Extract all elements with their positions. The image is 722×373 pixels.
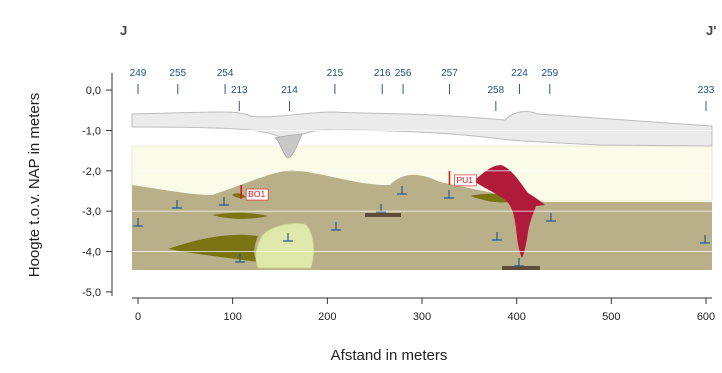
water-marker [700,235,710,244]
cover-dip [273,133,303,159]
borehole-label: 257 [441,68,458,79]
borehole-label: 259 [541,68,558,79]
y-tick-label: -5,0 [82,287,101,299]
section-label-left: J [120,23,127,38]
water-marker [133,218,143,227]
clay-lens-upper [212,212,268,219]
y-tick-label: -1,0 [82,125,101,137]
borehole-label: 255 [169,68,186,79]
base-bar-left [365,213,401,217]
y-ticks: 0,0 -1,0 -2,0 -3,0 -4,0 -5,0 [82,85,712,299]
x-tick-label: 200 [318,311,336,323]
x-axis-label: Afstand in meters [331,347,448,364]
water-marker [235,254,245,263]
borehole-label: 256 [395,68,412,79]
x-tick-label: 400 [507,311,525,323]
x-ticks: 0 100 200 300 400 500 600 [135,298,715,323]
water-marker [546,213,556,222]
water-marker [219,197,229,206]
water-marker [492,232,502,241]
x-tick-label: 0 [135,311,141,323]
red-body [474,165,545,258]
water-marker [376,204,386,213]
water-marker [514,258,524,267]
clay-lens-left [168,234,258,262]
x-tick-label: 100 [223,311,241,323]
x-tick-label: 600 [697,311,715,323]
borehole-label: 258 [487,85,504,96]
borehole-labels: 249 255 254 213 214 215 216 256 257 258 224 259 233 [130,68,715,111]
water-level-markers [133,186,710,267]
water-marker [397,186,407,195]
y-tick-label: -3,0 [82,206,101,218]
peat-body [255,223,315,269]
borehole-label: 213 [231,85,248,96]
borehole-label: 215 [327,68,344,79]
base-bar-right [502,266,540,270]
borehole-label: 254 [217,68,234,79]
water-marker [331,222,341,231]
borehole-label: 216 [374,68,391,79]
y-tick-label: -2,0 [82,166,101,178]
y-axis-label: Hoogte t.o.v. NAP in meters [26,93,43,278]
clay-thin-left [232,193,246,199]
sample-markers: BO1 PU1 [240,170,477,201]
borehole-label: 233 [698,85,715,96]
y-tick-label: -4,0 [82,247,101,259]
water-marker [283,233,293,242]
x-tick-label: 500 [602,311,620,323]
marker-label: PU1 [456,175,473,185]
section-label-right: J' [706,23,716,38]
water-marker [172,200,182,209]
marker-box [245,188,269,201]
marker-box [454,174,477,187]
borehole-label: 249 [130,68,147,79]
marker-label: BO1 [248,189,265,199]
borehole-label: 224 [511,68,528,79]
layers [131,111,713,270]
x-tick-label: 300 [413,311,431,323]
cover-layer [131,111,713,147]
y-tick-label: 0,0 [86,85,101,97]
borehole-label: 214 [281,85,298,96]
water-marker [444,190,454,199]
